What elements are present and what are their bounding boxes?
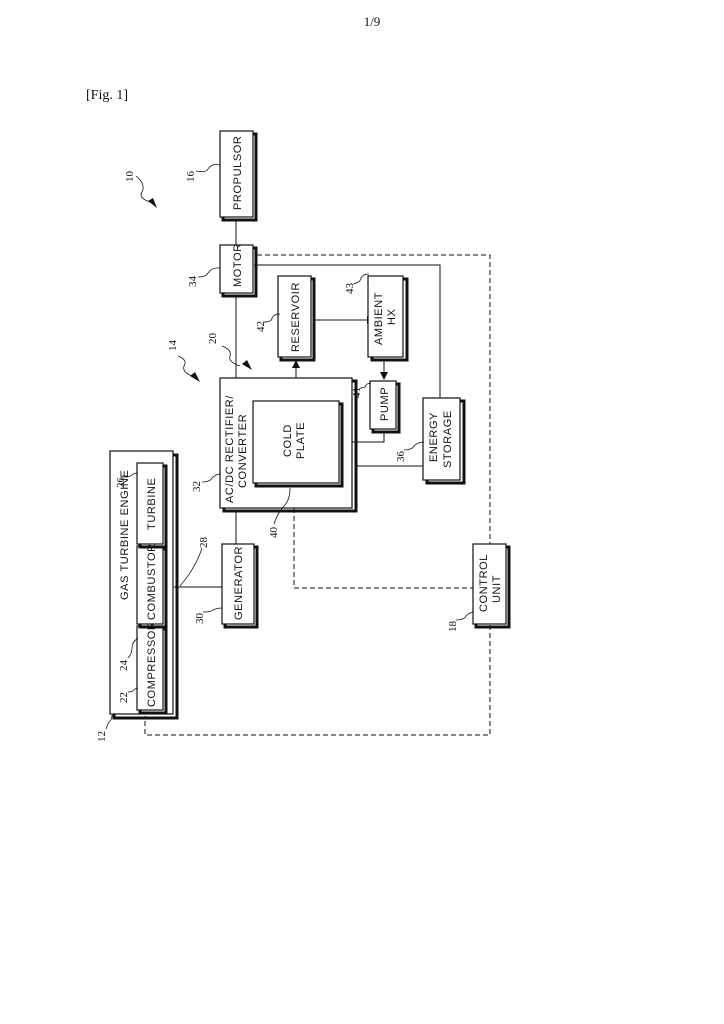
ambient-hx-label-line2: HX xyxy=(386,308,398,325)
generator-label: GENERATOR xyxy=(233,546,245,620)
ref-43: 43 xyxy=(344,283,356,295)
ref-36: 36 xyxy=(395,451,407,463)
arrow-14 xyxy=(190,372,200,382)
compressor-block: COMPRESSOR xyxy=(137,622,166,713)
ref-12: 12 xyxy=(96,731,108,742)
ambient-hx-label-line1: AMBIENT xyxy=(373,292,385,345)
control-unit-label-line1: CONTROL xyxy=(478,554,490,612)
ref-22: 22 xyxy=(118,692,130,703)
ref-32: 32 xyxy=(191,481,203,492)
leader-20 xyxy=(222,346,240,366)
cold-plate-label-line2: PLATE xyxy=(295,422,307,459)
leader-34 xyxy=(198,268,220,277)
energy-storage-label-line2: STORAGE xyxy=(442,410,454,468)
leader-14 xyxy=(178,356,192,376)
ref-24: 24 xyxy=(118,660,130,672)
motor-label: MOTOR xyxy=(232,243,244,287)
ref-30: 30 xyxy=(194,613,206,625)
ref-34: 34 xyxy=(187,276,199,288)
reservoir-block: RESERVOIR xyxy=(278,276,314,360)
leader-28 xyxy=(180,548,202,586)
ref-28: 28 xyxy=(198,537,210,549)
ref-40: 40 xyxy=(268,527,280,539)
propulsor-block: PROPULSOR xyxy=(220,131,256,220)
pump-label: PUMP xyxy=(379,387,391,421)
ref-10: 10 xyxy=(124,171,136,183)
ref-14: 14 xyxy=(167,340,179,352)
turbine-block: TURBINE xyxy=(137,463,166,547)
leader-10 xyxy=(136,176,150,202)
turbine-label: TURBINE xyxy=(146,478,158,530)
ref-42: 42 xyxy=(255,321,267,332)
control-line-engine xyxy=(145,625,490,735)
ref-20: 20 xyxy=(207,333,219,345)
rectifier-label-line2: CONVERTER xyxy=(237,414,249,488)
energy-storage-label-line1: ENERGY xyxy=(428,412,440,462)
leader-43 xyxy=(353,274,369,284)
rectifier-label-line1: AC/DC RECTIFIER/ xyxy=(224,395,236,503)
combustor-block: COMBUSTOR xyxy=(137,543,166,627)
leader-32 xyxy=(202,474,221,482)
ambient-hx-block: AMBIENT HX xyxy=(368,276,407,360)
control-unit-label-line2: UNIT xyxy=(491,575,503,603)
arrowhead-pump xyxy=(380,372,388,380)
pump-block: PUMP xyxy=(370,381,399,432)
ref-16: 16 xyxy=(185,171,197,183)
compressor-label: COMPRESSOR xyxy=(146,622,158,707)
leader-18 xyxy=(456,612,474,620)
gas-turbine-engine-label: GAS TURBINE ENGINE xyxy=(119,470,131,600)
motor-block: MOTOR xyxy=(220,243,256,296)
cold-plate-block: COLD PLATE xyxy=(253,401,342,486)
leader-12 xyxy=(106,715,112,729)
arrow-10 xyxy=(148,198,157,208)
ref-18: 18 xyxy=(447,621,459,633)
leader-16 xyxy=(196,165,220,172)
ref-26: 26 xyxy=(115,477,127,489)
ref-41: 41 xyxy=(351,387,363,398)
arrow-20 xyxy=(242,360,252,370)
energy-storage-block: ENERGY STORAGE xyxy=(423,398,464,483)
combustor-label: COMBUSTOR xyxy=(146,543,158,620)
generator-block: GENERATOR xyxy=(222,544,257,627)
leader-30 xyxy=(203,608,222,612)
leader-36 xyxy=(404,442,424,450)
reservoir-label: RESERVOIR xyxy=(290,282,302,352)
cold-plate-label-line1: COLD xyxy=(282,424,294,457)
propulsor-label: PROPULSOR xyxy=(232,136,244,210)
control-unit-block: CONTROL UNIT xyxy=(473,544,509,627)
